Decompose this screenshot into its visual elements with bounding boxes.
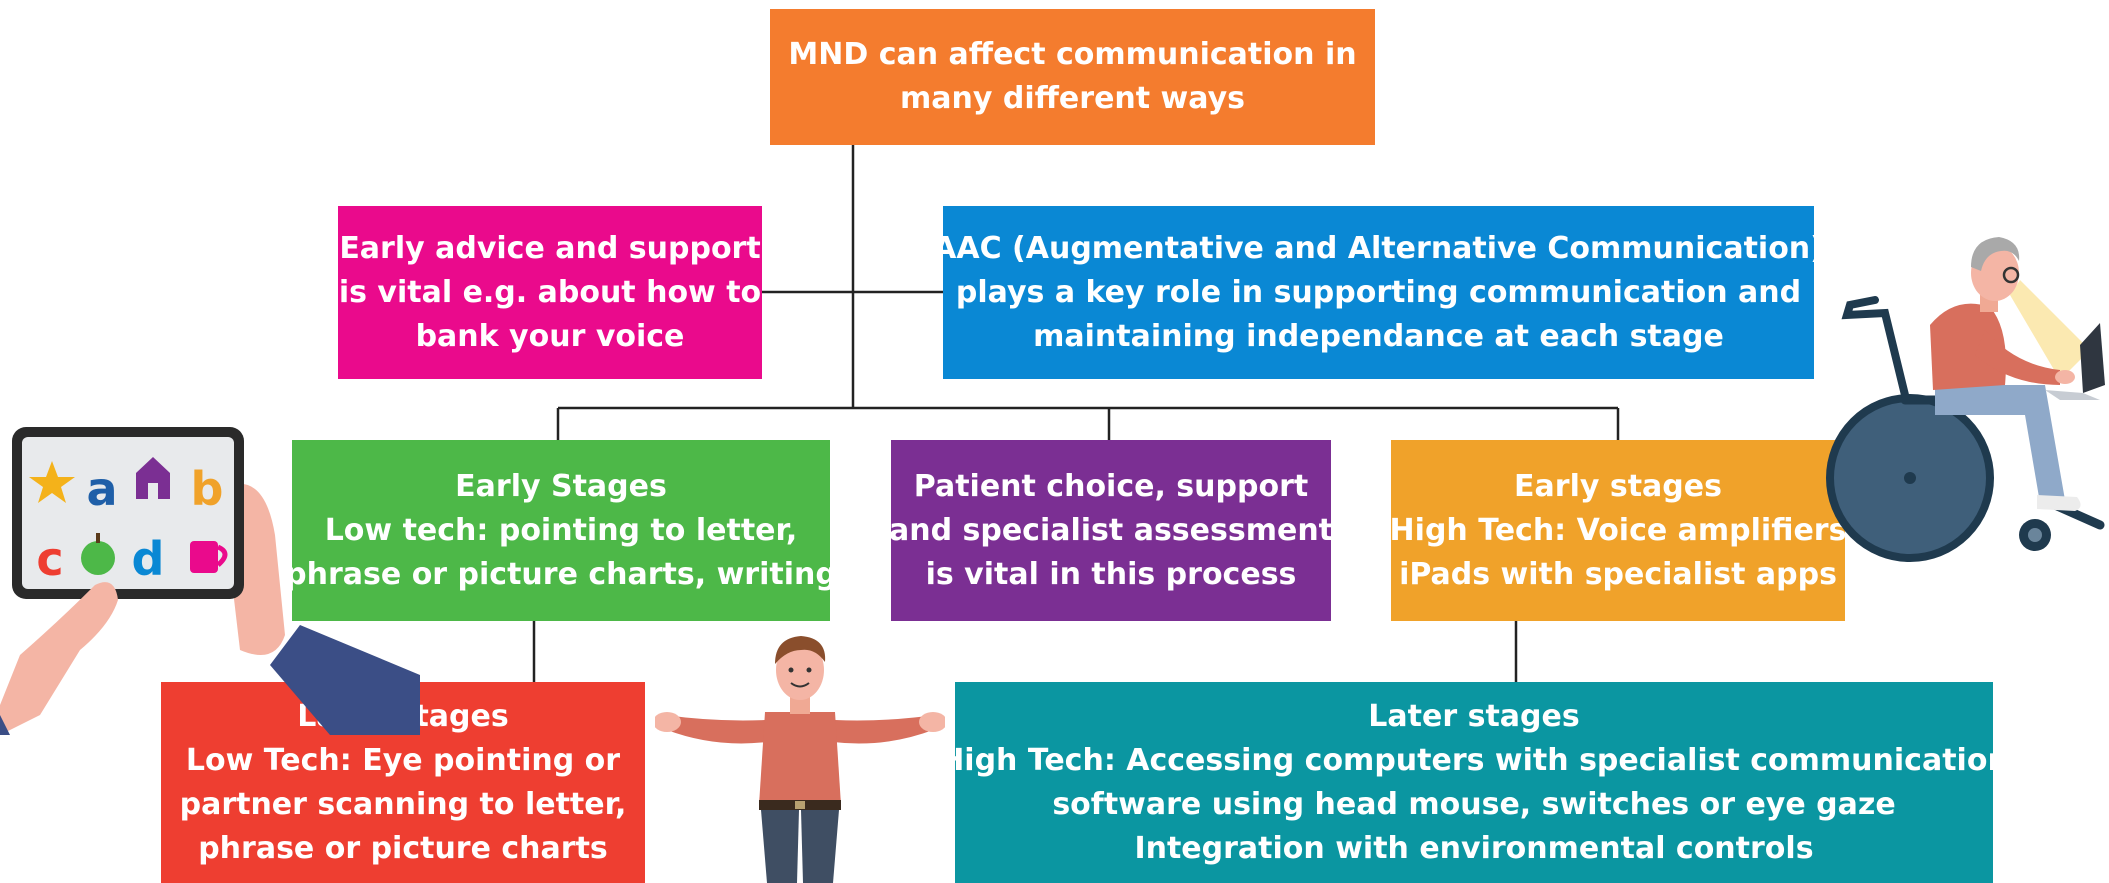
tablet-with-letter-chart-icon: a b c d — [0, 427, 420, 735]
top-line-2: many different ways — [900, 81, 1245, 116]
aac-line-3: maintaining independance at each stage — [1033, 318, 1724, 354]
aac-line-2: plays a key role in supporting communica… — [955, 274, 1802, 310]
top-line-1: MND can affect communication in — [788, 37, 1357, 72]
choice-line-3: is vital in this process — [925, 556, 1297, 592]
patient-choice-box: Patient choice, support and specialist as… — [888, 440, 1334, 621]
top-box-mnd-communication: MND can affect communication in many diff… — [770, 9, 1375, 145]
standing-person-icon — [655, 636, 945, 883]
advice-line-1: Early advice and support — [339, 230, 761, 266]
early-high-line-1: Early stages — [1514, 468, 1722, 504]
later-high-line-1: Later stages — [1368, 698, 1580, 734]
later-low-line-4: phrase or picture charts — [198, 830, 608, 866]
choice-line-2: and specialist assessment — [888, 512, 1334, 548]
advice-line-3: bank your voice — [415, 318, 685, 354]
letter-b: b — [191, 462, 224, 516]
aac-box: AAC (Augmentative and Alternative Commun… — [933, 206, 1824, 379]
choice-line-1: Patient choice, support — [913, 468, 1309, 504]
later-high-line-3: software using head mouse, switches or e… — [1052, 786, 1896, 822]
aac-line-1: AAC (Augmentative and Alternative Commun… — [933, 230, 1824, 266]
letter-d: d — [132, 532, 165, 586]
early-high-line-2: High Tech: Voice amplifiers — [1389, 512, 1847, 548]
early-high-line-3: iPads with specialist apps — [1399, 556, 1837, 592]
letter-a: a — [86, 462, 117, 516]
letter-c: c — [36, 532, 63, 586]
early-low-line-3: phrase or picture charts, writing — [285, 556, 837, 592]
early-low-line-2: Low tech: pointing to letter, — [324, 512, 798, 548]
later-low-line-2: Low Tech: Eye pointing or — [185, 742, 621, 778]
early-low-line-1: Early Stages — [455, 468, 667, 504]
later-high-line-2: High Tech: Accessing computers with spec… — [939, 742, 2009, 778]
advice-line-2: is vital e.g. about how to — [338, 274, 762, 310]
early-advice-box: Early advice and support is vital e.g. ab… — [338, 206, 762, 379]
person-in-wheelchair-with-laptop-icon — [1826, 237, 2105, 562]
later-high-line-4: Integration with environmental controls — [1134, 830, 1814, 866]
later-low-line-3: partner scanning to letter, — [179, 786, 627, 822]
